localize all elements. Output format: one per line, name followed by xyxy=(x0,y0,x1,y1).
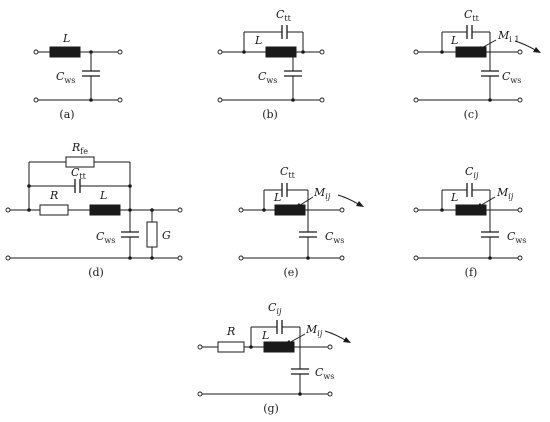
panel-e: Ctt L Mij Cws (e) xyxy=(238,165,364,279)
svg-text:L: L xyxy=(261,329,269,342)
svg-text:Ctt: Ctt xyxy=(280,165,296,180)
svg-text:R: R xyxy=(226,325,235,338)
label-L: L xyxy=(62,32,70,45)
panel-f: Cij L Mij Cws (f) xyxy=(413,165,526,279)
svg-text:Cws: Cws xyxy=(96,230,115,245)
svg-text:Ctt: Ctt xyxy=(71,166,87,181)
panel-b: Ctt L Cws (b) xyxy=(217,8,325,121)
panel-g: Cij R L Mij Cws (g) xyxy=(197,301,351,415)
caption-g: (g) xyxy=(263,402,279,415)
svg-text:L: L xyxy=(254,34,262,47)
label-Mi1: Mi 1 xyxy=(497,29,519,44)
svg-text:Mij: Mij xyxy=(305,323,323,338)
caption-e: (e) xyxy=(283,266,298,279)
caption-a: (a) xyxy=(59,108,74,121)
caption-c: (c) xyxy=(464,108,479,121)
panel-c: Ctt L Mi 1 Cws (c) xyxy=(413,8,541,121)
svg-text:L: L xyxy=(450,34,458,47)
panel-d: Rfe Ctt R L Cws G (d) xyxy=(5,141,183,279)
svg-text:Cws: Cws xyxy=(315,366,334,381)
caption-d: (d) xyxy=(88,266,104,279)
svg-text:Ctt: Ctt xyxy=(464,8,480,23)
svg-text:Mij: Mij xyxy=(496,186,514,201)
panel-a: L Cws (a) xyxy=(33,32,123,121)
svg-text:L: L xyxy=(450,191,458,204)
svg-text:L: L xyxy=(273,191,281,204)
svg-text:Cij: Cij xyxy=(268,301,282,316)
label-Ctt: Ctt xyxy=(276,8,292,23)
svg-text:Cws: Cws xyxy=(325,230,344,245)
caption-b: (b) xyxy=(262,108,278,121)
inductor-L xyxy=(49,46,81,58)
svg-text:Cws: Cws xyxy=(502,70,521,85)
label-Cij: Cij xyxy=(465,165,479,180)
label-Rfe: Rfe xyxy=(71,141,88,156)
label-R: R xyxy=(49,189,58,202)
caption-f: (f) xyxy=(465,266,478,279)
label-Cws: Cws xyxy=(56,70,75,85)
label-G: G xyxy=(162,229,171,242)
svg-text:Cws: Cws xyxy=(258,70,277,85)
svg-text:Cws: Cws xyxy=(507,230,526,245)
label-Mij: Mij xyxy=(313,186,331,201)
svg-text:L: L xyxy=(99,189,107,202)
